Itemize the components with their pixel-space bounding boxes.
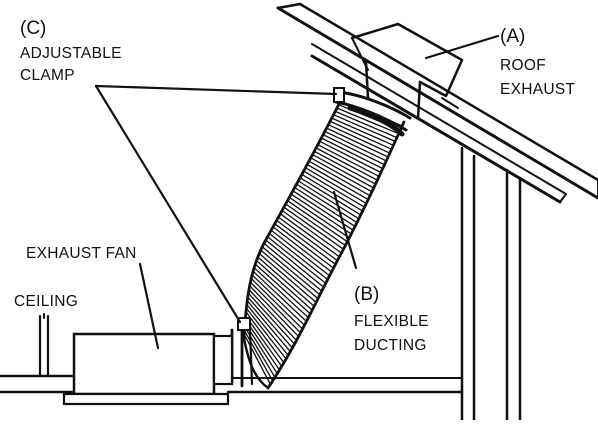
duct-rib <box>250 278 304 330</box>
duct-rib <box>312 154 375 189</box>
duct-rib <box>279 213 340 258</box>
duct-rib <box>301 173 363 212</box>
duct-rib <box>328 124 391 154</box>
duct-rib <box>315 147 378 181</box>
duct-rib <box>297 180 360 220</box>
duct-rib <box>260 249 319 300</box>
duct-rib <box>278 216 338 262</box>
duct-rib <box>263 242 323 292</box>
roof-exhaust <box>350 22 464 120</box>
duct-rib <box>299 177 362 216</box>
duct-rib <box>306 163 369 201</box>
label-c-letter: (C) <box>20 18 46 39</box>
duct-rib <box>268 232 329 281</box>
duct-rib <box>245 311 285 364</box>
duct-rib <box>310 157 373 193</box>
duct-rib <box>296 183 358 224</box>
duct-rib <box>258 253 317 303</box>
wall-studs <box>460 146 522 422</box>
duct-rib <box>274 223 334 269</box>
label-c-line1: ADJUSTABLE <box>20 45 122 62</box>
duct-rib <box>333 114 396 142</box>
duct-rib <box>272 226 332 273</box>
label-adjustable-clamp: (C) ADJUSTABLE CLAMP <box>20 18 122 84</box>
duct-rib <box>334 110 398 139</box>
duct-rib <box>243 333 271 385</box>
duct-rib <box>317 144 380 177</box>
label-c-line2: CLAMP <box>20 67 75 84</box>
duct-rib <box>247 296 293 349</box>
duct-rib <box>331 117 394 146</box>
duct-rib <box>248 289 297 341</box>
duct-rib <box>243 330 274 382</box>
duct-rib <box>253 267 309 319</box>
duct-rib <box>281 209 342 254</box>
label-a-line1: ROOF <box>500 57 546 74</box>
duct-rib <box>326 127 389 158</box>
duct-rib <box>319 140 382 174</box>
duct-rib <box>249 285 300 338</box>
duct-rib <box>283 206 344 250</box>
duct-rib <box>294 186 356 227</box>
leader-lines <box>43 34 500 350</box>
duct-rib <box>276 219 336 265</box>
duct-rib <box>246 303 289 356</box>
duct-rib <box>244 315 283 367</box>
duct-rib <box>322 134 385 166</box>
duct-rib <box>303 170 365 208</box>
duct-rib <box>267 236 327 284</box>
duct-rib <box>314 150 376 185</box>
duct-rib <box>336 107 399 135</box>
duct-rib <box>285 203 346 247</box>
duct-rib <box>261 246 321 296</box>
duct-rib <box>246 300 291 353</box>
duct-rib <box>308 160 371 197</box>
duct-rib <box>265 239 325 288</box>
exhaust-fan-housing <box>62 332 234 406</box>
duct-rib <box>329 120 392 150</box>
duct-rib <box>288 196 350 239</box>
label-exhaust-fan: EXHAUST FAN <box>26 245 137 262</box>
roof-deck <box>310 43 567 204</box>
duct-rib <box>290 193 352 235</box>
ceiling-joist <box>0 314 464 394</box>
duct-rib <box>270 229 330 277</box>
duct-rib <box>245 307 287 360</box>
label-ceiling: CEILING <box>14 293 78 310</box>
label-a-line2: EXHAUST <box>500 81 576 98</box>
label-roof-exhaust: (A) ROOF EXHAUST <box>500 26 576 98</box>
duct-rib <box>249 281 302 334</box>
duct-rib <box>287 200 348 243</box>
duct-rib <box>254 263 311 315</box>
label-a-letter: (A) <box>500 26 525 47</box>
label-flexible-ducting: (B) FLEXIBLE DUCTING <box>354 284 429 354</box>
duct-rib <box>256 260 313 311</box>
duct-rib <box>257 256 315 307</box>
label-b-line1: FLEXIBLE <box>354 313 429 330</box>
label-b-letter: (B) <box>354 284 379 305</box>
duct-rib <box>247 292 295 345</box>
duct-rib <box>305 167 367 204</box>
duct-rib <box>321 137 383 170</box>
roof-rafter <box>276 2 598 200</box>
label-b-line2: DUCTING <box>354 337 427 354</box>
duct-rib <box>251 274 305 326</box>
bottom-adjustable-clamp <box>230 317 254 388</box>
duct-rib <box>324 130 387 162</box>
duct-rib <box>252 270 307 322</box>
